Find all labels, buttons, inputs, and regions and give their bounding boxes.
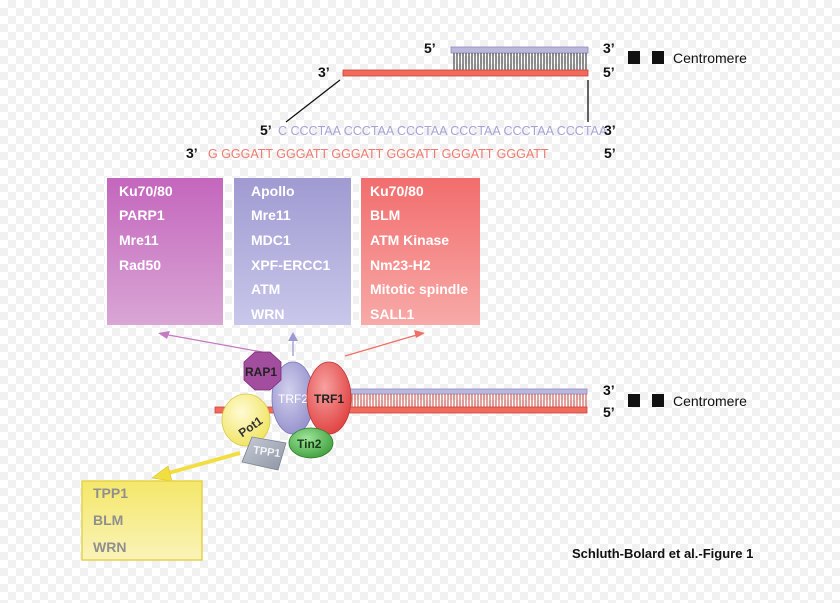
arrowhead-salmon bbox=[414, 330, 425, 338]
tin2-label: Tin2 bbox=[297, 437, 322, 451]
lavender-item: WRN bbox=[251, 306, 284, 322]
top-3-label-right: 3’ bbox=[603, 40, 615, 56]
arrowhead-lavender bbox=[288, 332, 298, 341]
top-lavender-strand bbox=[450, 46, 589, 54]
magenta-box: Ku70/80 PARP1 Mre11 Rad50 bbox=[105, 178, 225, 325]
trf1-label: TRF1 bbox=[314, 392, 344, 406]
bottom-red-strand bbox=[214, 406, 588, 414]
yellow-item: TPP1 bbox=[93, 485, 128, 501]
c-strand-3-label: 3’ bbox=[604, 122, 616, 138]
arrow-to-magenta bbox=[162, 333, 263, 353]
c-strand-5-label: 5’ bbox=[260, 122, 272, 138]
salmon-item: SALL1 bbox=[370, 306, 415, 322]
magenta-item: Ku70/80 bbox=[119, 183, 173, 199]
bottom-strand: 3’ 5’ Centromere bbox=[214, 382, 747, 420]
sequence: 5’ C CCCTAA CCCTAA CCCTAA CCCTAA CCCTAA … bbox=[186, 122, 616, 161]
zoom-line-left bbox=[285, 79, 341, 123]
top-5-label-right: 5’ bbox=[603, 64, 615, 80]
bottom-centromere-label: Centromere bbox=[673, 393, 747, 409]
centromere-square-2 bbox=[652, 51, 664, 64]
bottom-centromere-square-1 bbox=[628, 394, 640, 407]
tpp1-protein bbox=[241, 436, 287, 471]
lavender-item: ATM bbox=[251, 281, 280, 297]
bottom-centromere-square-2 bbox=[652, 394, 664, 407]
top-3-label-left: 3’ bbox=[318, 64, 330, 80]
salmon-box: Ku70/80 BLM ATM Kinase Nm23-H2 Mitotic s… bbox=[359, 178, 480, 325]
yellow-arrow bbox=[151, 451, 241, 482]
top-strand: 5’ 3’ 3’ 5’ Centromere bbox=[285, 40, 747, 123]
yellow-item: BLM bbox=[93, 512, 123, 528]
bottom-5-label: 5’ bbox=[603, 404, 615, 420]
lavender-item: XPF-ERCC1 bbox=[251, 257, 331, 273]
top-red-strand bbox=[342, 69, 589, 77]
tpp1-label: TPP1 bbox=[252, 444, 281, 460]
c-strand-sequence: C CCCTAA CCCTAA CCCTAA CCCTAA CCCTAA CCC… bbox=[278, 124, 608, 138]
centromere-square-1 bbox=[628, 51, 640, 64]
tin2-protein bbox=[288, 427, 334, 459]
shelterin-complex: Pot1 TPP1 TRF2 RAP1 TRF1 Tin2 bbox=[221, 351, 352, 471]
figure-caption: Schluth-Bolard et al.-Figure 1 bbox=[572, 546, 753, 561]
salmon-item: BLM bbox=[370, 207, 400, 223]
arrowhead-magenta bbox=[158, 331, 170, 339]
bottom-3-label: 3’ bbox=[603, 382, 615, 398]
yellow-item: WRN bbox=[93, 539, 126, 555]
salmon-item: Mitotic spindle bbox=[370, 281, 468, 297]
magenta-item: Rad50 bbox=[119, 257, 161, 273]
trf2-label: TRF2 bbox=[278, 392, 308, 406]
arrow-to-salmon bbox=[344, 333, 421, 357]
lavender-item: Mre11 bbox=[251, 207, 291, 223]
g-strand-3-label: 3’ bbox=[186, 145, 198, 161]
yellow-box: TPP1 BLM WRN bbox=[81, 480, 203, 561]
magenta-item: PARP1 bbox=[119, 207, 165, 223]
magenta-item: Mre11 bbox=[119, 232, 159, 248]
arrows bbox=[158, 330, 425, 357]
salmon-item: ATM Kinase bbox=[370, 232, 449, 248]
g-strand-sequence: G GGGATT GGGATT GGGATT GGGATT GGGATT GGG… bbox=[208, 147, 549, 161]
lavender-box: Apollo Mre11 MDC1 XPF-ERCC1 ATM WRN bbox=[232, 178, 353, 325]
bottom-base-pairs bbox=[351, 394, 587, 407]
salmon-item: Ku70/80 bbox=[370, 183, 424, 199]
rap1-label: RAP1 bbox=[245, 365, 277, 379]
top-centromere-label: Centromere bbox=[673, 50, 747, 66]
lavender-item: Apollo bbox=[251, 183, 295, 199]
top-5-label: 5’ bbox=[424, 40, 436, 56]
top-base-pairs bbox=[453, 53, 587, 70]
g-strand-5-label: 5’ bbox=[604, 145, 616, 161]
rap1-protein bbox=[243, 351, 282, 391]
bottom-lavender-strand bbox=[319, 388, 588, 395]
pot1-protein bbox=[221, 393, 271, 447]
lavender-item: MDC1 bbox=[251, 232, 291, 248]
salmon-item: Nm23-H2 bbox=[370, 257, 431, 273]
